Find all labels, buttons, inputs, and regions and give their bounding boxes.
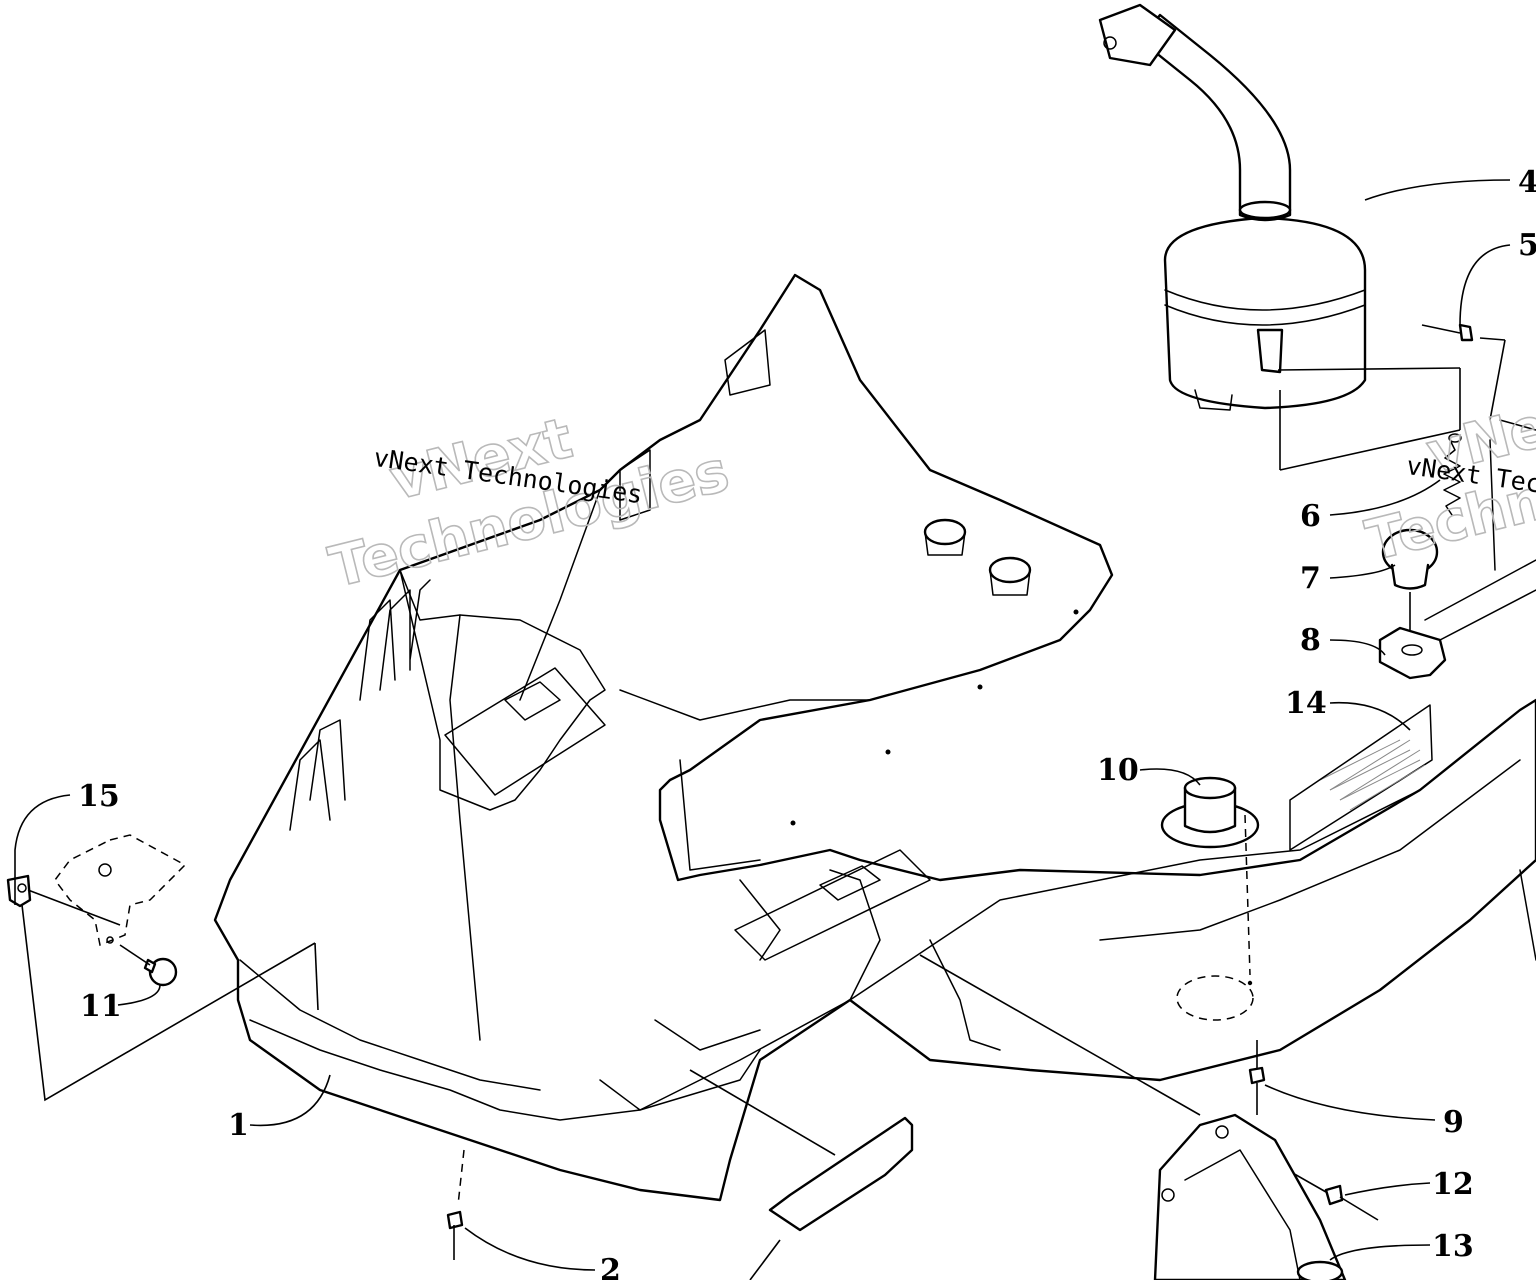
leader-lines: [14, 179, 1511, 1280]
callout-4: 4: [1518, 165, 1536, 200]
callout-10: 10: [1097, 753, 1139, 788]
part-5-pin: [1421, 323, 1506, 421]
callout-9: 9: [1443, 1105, 1464, 1140]
callout-6: 6: [1300, 499, 1321, 534]
part-12-rivet: [1225, 1134, 1379, 1221]
callout-12: 12: [1432, 1167, 1474, 1202]
part-13-heat-shield: [1153, 1113, 1347, 1280]
callout-5: 5: [1518, 228, 1536, 263]
part-9-rivet: [1248, 1040, 1266, 1115]
part-8-bracket: [1378, 419, 1536, 680]
part-11-screw: [119, 944, 178, 987]
part-6-spring: [1443, 433, 1462, 516]
footboard-pad: [768, 1116, 914, 1232]
part-15-mounting-bracket: [6, 834, 187, 947]
callout-14: 14: [1285, 686, 1327, 721]
callout-8: 8: [1300, 623, 1321, 658]
part-1-front-body-panel: [213, 273, 1536, 1202]
callout-15: 15: [78, 779, 120, 814]
callout-7: 7: [1300, 561, 1321, 596]
callout-2: 2: [600, 1253, 621, 1280]
part-14-decal: [1289, 704, 1433, 851]
callout-13: 13: [1432, 1229, 1474, 1264]
part-10-grommet: [1160, 776, 1260, 976]
part-2-rivet: [446, 1149, 465, 1260]
callout-11: 11: [80, 989, 122, 1024]
callout-1: 1: [228, 1108, 249, 1143]
callout-labels: 4 5 6 7 8 14 10 9 12 13 1 2 11 15: [78, 165, 1536, 1280]
part-7-knob: [1381, 528, 1439, 640]
part-4-muffler: [1098, 3, 1461, 471]
